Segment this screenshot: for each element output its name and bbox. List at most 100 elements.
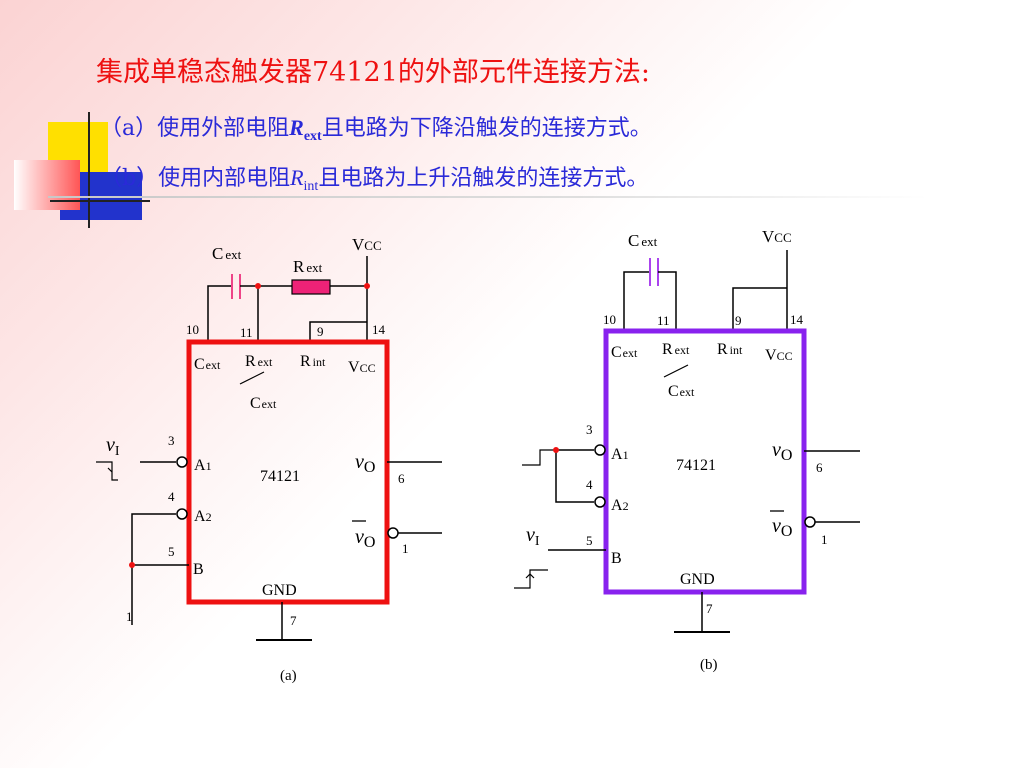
bubble-b-qbar xyxy=(804,516,816,528)
inner-b-cext: Cext xyxy=(611,344,638,361)
description-a: （a）使用外部电阻Rext且电路为下降沿触发的连接方式。 xyxy=(100,110,652,145)
slide-title: 集成单稳态触发器74121的外部元件连接方法: xyxy=(96,57,650,88)
chip-b-name: 74121 xyxy=(676,457,716,474)
logic-a-1: 1 xyxy=(126,609,133,624)
wire-a-pin9 xyxy=(309,321,367,342)
bubble-b-a2 xyxy=(594,496,606,508)
pin-a-14: 14 xyxy=(372,322,386,337)
vobar-a-label: vO xyxy=(355,526,375,551)
pin-b-1: 1 xyxy=(821,532,828,547)
vo-b-label: vO xyxy=(772,439,792,464)
chip-a-internal-link xyxy=(239,371,265,385)
bubble-a-a1 xyxy=(176,456,188,468)
desc-a-symbol: R xyxy=(289,115,304,140)
inner-a-vcc: VCC xyxy=(348,359,376,376)
pin-b-10: 10 xyxy=(603,312,616,327)
bubble-b-a1 xyxy=(594,444,606,456)
pulse-a-arrow xyxy=(107,467,113,473)
dot-a-2 xyxy=(364,283,370,289)
pin-b-5: 5 xyxy=(586,533,593,548)
inner-b-b: B xyxy=(611,550,622,567)
inner-a-b: B xyxy=(193,561,204,578)
vo-a-label: vO xyxy=(355,451,375,476)
description-b: （b）使用内部电阻Rint且电路为上升沿触发的连接方式。 xyxy=(100,160,648,195)
pin-b-11: 11 xyxy=(657,313,670,328)
chip-a-name: 74121 xyxy=(260,468,300,485)
inner-b-cext2: Cext xyxy=(668,383,695,400)
pulse-b-upper xyxy=(522,449,556,466)
pin-b-3: 3 xyxy=(586,422,593,437)
pin-a-1: 1 xyxy=(402,541,409,556)
inner-a-gnd: GND xyxy=(262,582,297,599)
desc-b-suffix: 且电路为上升沿触发的连接方式。 xyxy=(318,166,649,191)
pin-a-4: 4 xyxy=(168,489,175,504)
vcc-b-label: VCC xyxy=(762,227,792,246)
pin-a-10: 10 xyxy=(186,322,199,337)
pin-b-9: 9 xyxy=(735,313,742,328)
desc-b-subscript: int xyxy=(303,179,319,194)
inner-a-cext: Cext xyxy=(194,356,221,373)
desc-a-prefix: （a）使用外部电阻 xyxy=(100,116,290,141)
dot-b-1 xyxy=(553,447,559,453)
chip-a-body xyxy=(186,339,390,605)
vi-a-label: vI xyxy=(106,434,120,459)
separator-line xyxy=(48,196,928,198)
inner-b-vcc: VCC xyxy=(765,347,793,364)
pulse-a-falling xyxy=(96,461,118,481)
bubble-a-a2 xyxy=(176,508,188,520)
pulse-b-arrow xyxy=(525,573,535,579)
inner-a-a2: A2 xyxy=(194,508,212,525)
desc-b-prefix: （b）使用内部电阻 xyxy=(100,166,291,191)
pin-b-4: 4 xyxy=(586,477,593,492)
inner-b-a2: A2 xyxy=(611,497,629,514)
pin-a-9: 9 xyxy=(317,324,324,339)
chip-b-internal-link xyxy=(663,364,689,378)
inner-a-a1: A1 xyxy=(194,457,212,474)
wire-b-top-left xyxy=(623,271,650,331)
circuit-b xyxy=(514,250,860,633)
pin-a-11: 11 xyxy=(240,325,253,340)
inner-a-cext2: Cext xyxy=(250,395,277,412)
pin-a-7: 7 xyxy=(290,613,297,628)
dot-a-1 xyxy=(255,283,261,289)
desc-a-subscript: ext xyxy=(303,129,322,144)
resistor-a xyxy=(291,279,331,295)
inner-b-a1: A1 xyxy=(611,446,629,463)
wire-b-pin9 xyxy=(732,287,787,331)
vi-b-label: vI xyxy=(526,524,540,549)
caption-a: (a) xyxy=(280,668,297,684)
pin-b-6: 6 xyxy=(816,460,823,475)
pin-a-3: 3 xyxy=(168,433,175,448)
vcc-a-label: VCC xyxy=(352,235,382,254)
bubble-a-qbar xyxy=(387,527,399,539)
dot-a-3 xyxy=(129,562,135,568)
pin-a-6: 6 xyxy=(398,471,405,486)
wire-a-a2 xyxy=(131,513,176,625)
caption-b: (b) xyxy=(700,657,718,673)
wire-a-top-left xyxy=(207,285,232,342)
vobar-b-label: vO xyxy=(772,515,792,540)
pulse-b-rising xyxy=(514,569,548,589)
desc-a-suffix: 且电路为下降沿触发的连接方式。 xyxy=(321,116,652,141)
circuit-a xyxy=(96,256,442,641)
deco-vertical-line xyxy=(88,112,90,228)
pin-b-14: 14 xyxy=(790,312,804,327)
pin-b-7: 7 xyxy=(706,601,713,616)
deco-horizontal-line xyxy=(50,200,150,202)
pin-a-5: 5 xyxy=(168,544,175,559)
chip-b-body xyxy=(603,328,807,595)
wire-b-a2 xyxy=(555,450,594,503)
desc-b-symbol: R xyxy=(290,165,304,190)
wire-b-pin11 xyxy=(658,271,677,331)
inner-b-gnd: GND xyxy=(680,571,715,588)
